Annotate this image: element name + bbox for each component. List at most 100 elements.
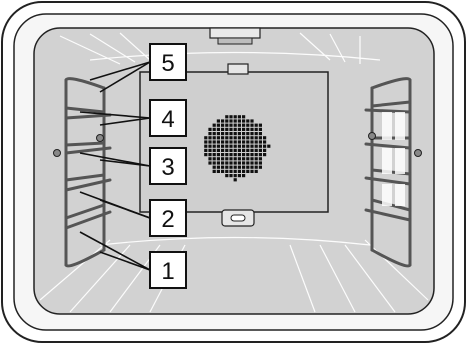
fan-mesh-cell <box>258 157 262 161</box>
fan-mesh-cell <box>258 140 262 144</box>
fan-mesh-cell <box>242 153 246 157</box>
fan-mesh-cell <box>242 165 246 169</box>
fan-mesh-cell <box>212 169 216 173</box>
fan-mesh-cell <box>221 144 225 148</box>
level-label-4-text: 4 <box>161 106 174 133</box>
fan-mesh-cell <box>237 119 241 123</box>
fan-mesh-cell <box>216 169 220 173</box>
fan-mesh-cell <box>221 161 225 165</box>
fan-mesh-cell <box>204 148 208 152</box>
fan-mesh-cell <box>225 148 229 152</box>
fan-mesh-cell <box>233 119 237 123</box>
fan-mesh-cell <box>258 165 262 169</box>
fan-mesh-cell <box>229 144 233 148</box>
fan-mesh-cell <box>258 136 262 140</box>
fan-mesh-cell <box>254 169 258 173</box>
fan-mesh-cell <box>246 153 250 157</box>
fan-mesh-cell <box>229 132 233 136</box>
fan-mesh-cell <box>242 140 246 144</box>
fan-mesh-cell <box>212 140 216 144</box>
fan-mesh-cell <box>229 165 233 169</box>
fan-grille <box>204 115 271 182</box>
fan-mesh-cell <box>229 157 233 161</box>
fan-mesh-cell <box>250 169 254 173</box>
level-label-1-text: 1 <box>161 258 174 285</box>
fan-mesh-cell <box>204 136 208 140</box>
fan-mesh-cell <box>212 148 216 152</box>
fan-mesh-cell <box>258 148 262 152</box>
fan-mesh-cell <box>246 132 250 136</box>
fan-mesh-cell <box>250 144 254 148</box>
fan-mesh-cell <box>267 144 271 148</box>
fan-mesh-cell <box>221 136 225 140</box>
fan-mesh-cell <box>250 132 254 136</box>
fan-mesh-cell <box>250 140 254 144</box>
fan-mesh-cell <box>237 144 241 148</box>
fan-mesh-cell <box>242 136 246 140</box>
fan-mesh-cell <box>258 153 262 157</box>
fan-mesh-cell <box>246 161 250 165</box>
fan-mesh-cell <box>216 148 220 152</box>
fan-mesh-cell <box>258 144 262 148</box>
fan-mesh-cell <box>254 123 258 127</box>
fan-mesh-cell <box>225 165 229 169</box>
fan-mesh-cell <box>263 140 267 144</box>
fan-mesh-cell <box>258 127 262 131</box>
fan-mesh-cell <box>237 157 241 161</box>
fan-mesh-cell <box>208 157 212 161</box>
fan-mesh-cell <box>212 127 216 131</box>
fan-mesh-cell <box>208 136 212 140</box>
fan-mesh-cell <box>221 157 225 161</box>
fan-mesh-cell <box>242 115 246 119</box>
fan-mesh-cell <box>237 148 241 152</box>
right-rail-glass <box>382 112 405 206</box>
fan-mesh-cell <box>246 140 250 144</box>
fan-mesh-cell <box>250 123 254 127</box>
fan-mesh-cell <box>225 174 229 178</box>
fan-mesh-cell <box>208 148 212 152</box>
fan-mesh-cell <box>242 132 246 136</box>
fan-mesh-cell <box>216 140 220 144</box>
fan-mesh-cell <box>225 127 229 131</box>
fan-mesh-cell <box>233 169 237 173</box>
fan-mesh-cell <box>229 148 233 152</box>
top-vent <box>209 27 261 45</box>
fan-mesh-cell <box>233 132 237 136</box>
fan-mesh-cell <box>237 132 241 136</box>
fan-mesh-cell <box>216 123 220 127</box>
fan-mesh-cell <box>229 174 233 178</box>
fan-mesh-cell <box>204 153 208 157</box>
fan-mesh-cell <box>212 123 216 127</box>
fan-mesh-cell <box>221 165 225 169</box>
fan-mesh-cell <box>246 169 250 173</box>
fan-mesh-cell <box>225 132 229 136</box>
fan-mesh-cell <box>233 174 237 178</box>
fan-mesh-cell <box>225 157 229 161</box>
fan-mesh-cell <box>246 136 250 140</box>
fan-mesh-cell <box>246 119 250 123</box>
cavity-perspective-lines <box>39 32 429 313</box>
fan-mesh-cell <box>221 169 225 173</box>
fan-mesh-cell <box>233 161 237 165</box>
fan-mesh-cell <box>237 115 241 119</box>
level-label-2-text: 2 <box>161 206 174 233</box>
fan-mesh-cell <box>233 144 237 148</box>
fan-mesh-cell <box>258 161 262 165</box>
fan-mesh-cell <box>237 127 241 131</box>
fan-mesh-cell <box>233 123 237 127</box>
level-leader-lines <box>79 61 151 271</box>
fan-mesh-cell <box>204 144 208 148</box>
fan-mesh-cell <box>229 153 233 157</box>
level-label-3: 3 <box>149 147 187 185</box>
fan-mesh-cell <box>233 178 237 182</box>
fan-mesh-cell <box>216 165 220 169</box>
fan-mesh-cell <box>233 165 237 169</box>
fan-mesh-cell <box>216 153 220 157</box>
fan-mesh-cell <box>254 161 258 165</box>
fan-mesh-cell <box>221 153 225 157</box>
fan-mesh-cell <box>212 161 216 165</box>
fan-mesh-cell <box>237 161 241 165</box>
fan-mesh-cell <box>242 144 246 148</box>
